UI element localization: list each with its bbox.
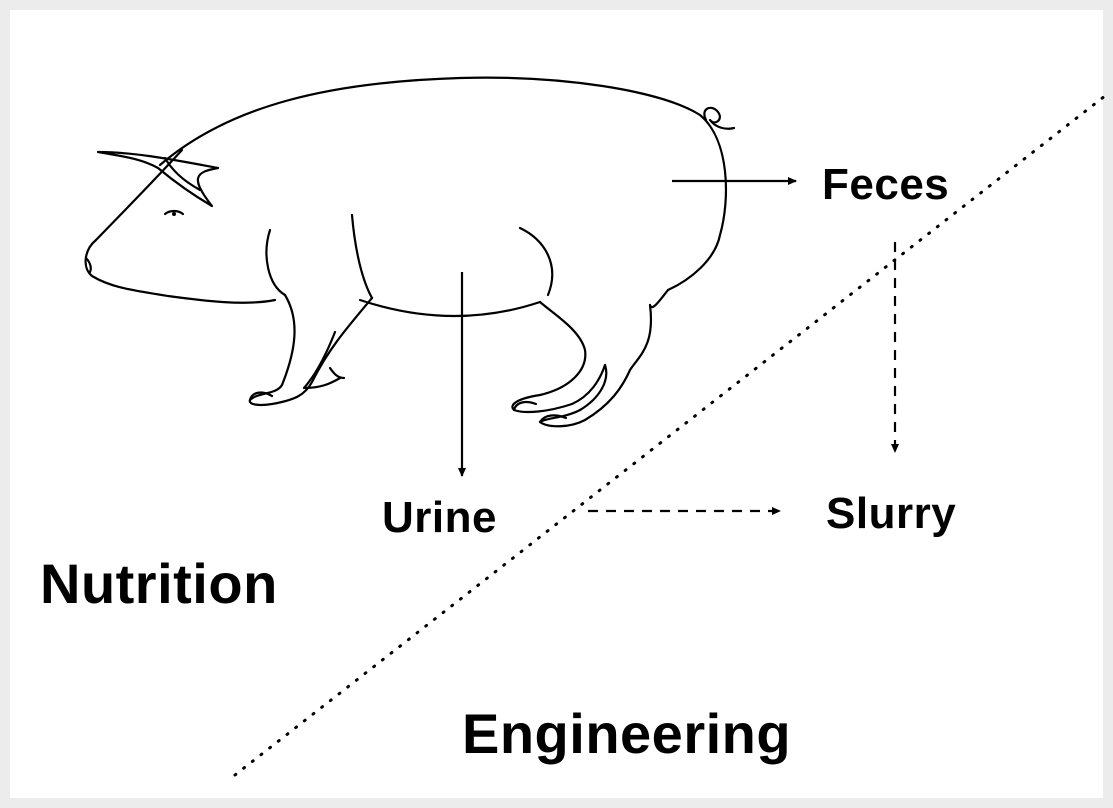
- pig-rump-bottom: [650, 290, 668, 307]
- pig-thigh: [520, 228, 552, 295]
- engineering-label: Engineering: [462, 706, 791, 762]
- pig-hind-leg: [512, 302, 605, 412]
- pig-belly: [360, 300, 540, 316]
- nutrition-label: Nutrition: [40, 556, 278, 612]
- pig-shoulder-line: [352, 215, 372, 298]
- pig-body-outline: [160, 78, 726, 290]
- pig-front-far-leg: [304, 332, 340, 388]
- urine-label: Urine: [382, 496, 497, 540]
- pig-shoulder: [266, 230, 285, 295]
- pig-ear: [98, 152, 218, 206]
- pig-hoof-hind: [514, 402, 536, 410]
- feces-label: Feces: [822, 163, 949, 207]
- pig-face-outline: [86, 150, 275, 303]
- divider-line: [235, 92, 1110, 775]
- pig-icon: [86, 78, 734, 427]
- pig-dewclaw: [330, 368, 344, 378]
- slurry-label: Slurry: [826, 492, 956, 536]
